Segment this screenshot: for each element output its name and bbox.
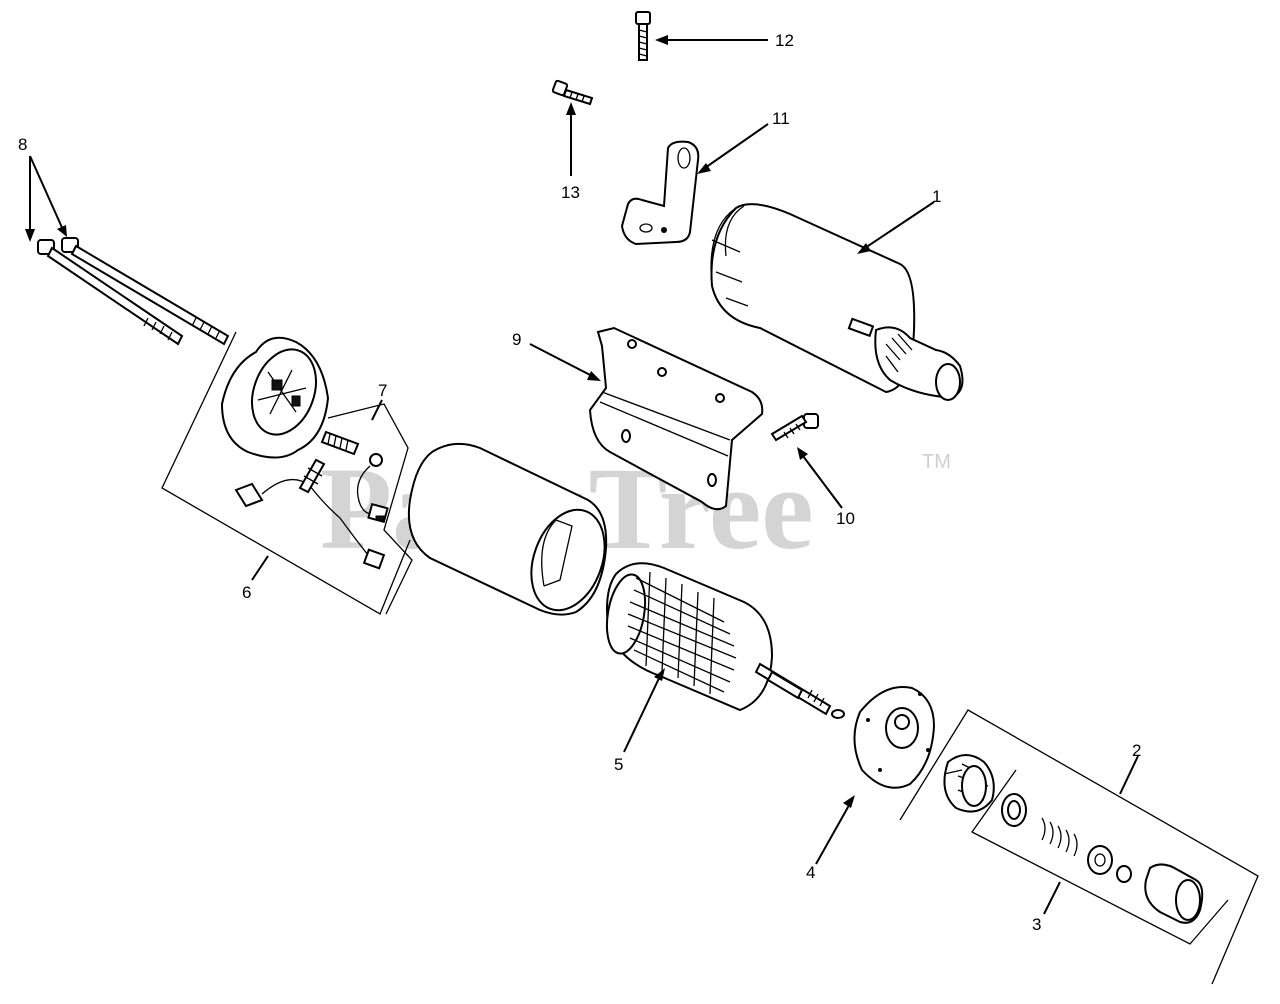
motor-housing-tube[interactable] [407,442,618,621]
leader-5-arrow [654,668,665,681]
part-11-bracket[interactable] [620,140,700,246]
part-13-screw[interactable] [551,79,594,106]
leader-2 [1119,755,1139,795]
leader-9 [529,343,597,379]
callout-12: 12 [775,31,794,50]
part-9-mounting-bracket[interactable] [588,326,764,511]
part-1-starter-motor[interactable] [710,203,964,401]
part-8-through-bolts[interactable] [37,237,230,346]
part-3-drive-parts-group[interactable] [971,769,1229,945]
callout-5: 5 [614,755,623,774]
leader-4 [815,799,853,865]
callout-3: 3 [1032,915,1041,934]
leader-8a-arrow [25,229,35,242]
leader-3 [1043,881,1061,915]
callout-11: 11 [772,109,790,128]
callout-9: 9 [512,330,521,349]
leader-11 [701,123,769,171]
leader-9-arrow [587,371,601,381]
leader-10-arrow [797,447,808,460]
leader-8b-arrow [57,225,67,237]
part-10-bolt[interactable] [770,413,819,442]
watermark-trademark: TM [922,451,951,473]
leader-11-arrow [697,163,711,174]
leader-1-arrow [857,243,871,254]
leader-5 [623,671,663,753]
callout-2: 2 [1132,741,1141,760]
callout-10: 10 [836,509,855,528]
callout-8: 8 [18,135,27,154]
leader-8b [29,155,65,233]
callout-7: 7 [378,381,387,400]
leader-13-arrow [566,102,576,115]
callout-1: 1 [932,187,941,206]
part-2-pinion-drive-group[interactable] [899,709,1259,985]
callout-4: 4 [806,863,815,882]
leader-10 [799,451,843,509]
part-6-end-cap-group[interactable] [161,331,411,615]
part-4-drive-end-plate[interactable] [853,686,936,789]
leader-12-arrow [655,35,668,45]
part-7-brush-spring-group[interactable] [320,403,413,615]
part-5-armature[interactable] [601,562,845,719]
leader-1 [861,201,935,251]
callout-13: 13 [561,183,580,202]
leader-6 [251,555,269,581]
leader-7 [371,399,383,421]
callout-6: 6 [242,583,251,602]
part-12-screw[interactable] [635,11,651,61]
leader-4-arrow [843,795,855,808]
